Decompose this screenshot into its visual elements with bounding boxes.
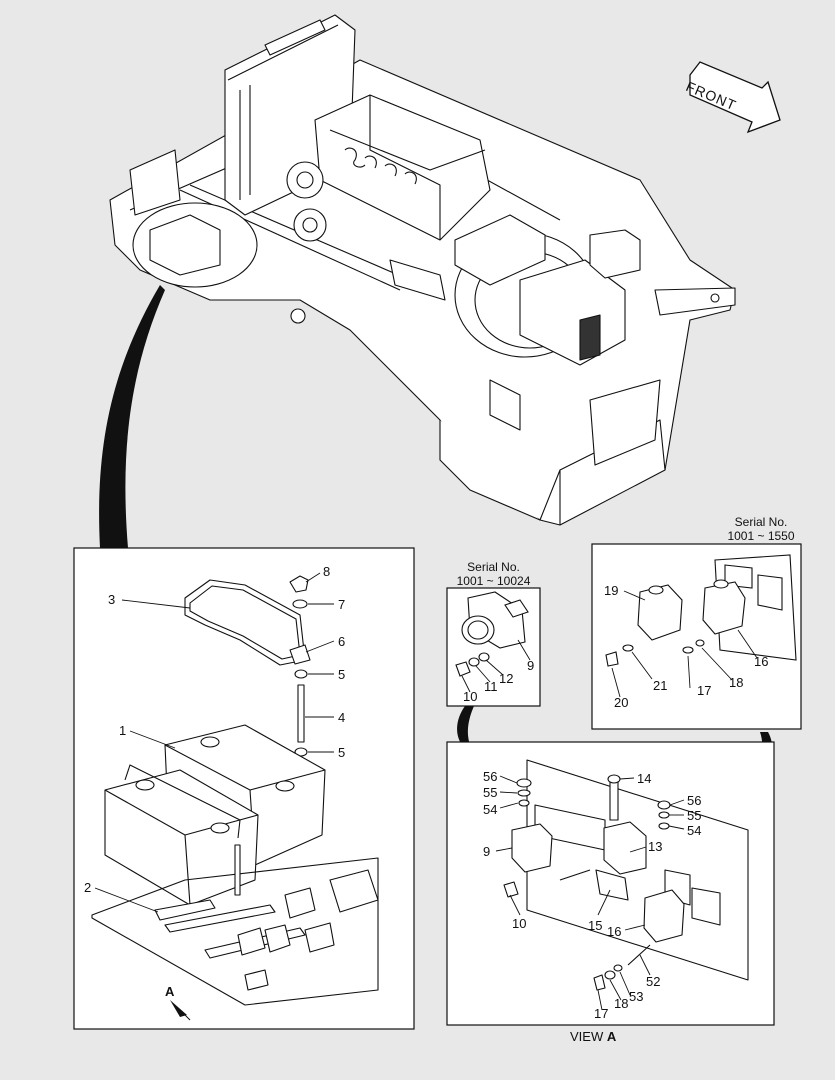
callout-19: 19: [604, 583, 619, 598]
callout-5-top: 5: [338, 667, 346, 682]
callout-8: 8: [323, 564, 331, 579]
front-arrow-icon: [689, 61, 781, 134]
callout-12: 12: [499, 671, 514, 686]
serial-right-caption: Serial No. 1001 ~ 1550: [725, 515, 797, 543]
battery-leader-lines: [94, 572, 335, 913]
callout-7: 7: [338, 597, 346, 612]
callout-18-right: 18: [729, 675, 744, 690]
callout-18-view: 18: [614, 996, 629, 1011]
callout-2: 2: [84, 880, 92, 895]
callout-17-right: 17: [697, 683, 712, 698]
view-arrow-letter: A: [165, 984, 175, 999]
callout-54-right: 54: [687, 823, 702, 838]
detail-leader-middle: [457, 706, 474, 745]
callout-54-left: 54: [483, 802, 498, 817]
relay-left-drawing: [455, 591, 529, 677]
serial-left-title: Serial No.: [467, 560, 520, 574]
machine-frame-drawing: [109, 14, 736, 526]
callout-10-view: 10: [512, 916, 527, 931]
callout-9-view: 9: [483, 844, 491, 859]
serial-left-range: 1001 ~ 10024: [456, 574, 531, 588]
callout-53: 53: [629, 989, 644, 1004]
callout-13: 13: [648, 839, 663, 854]
callout-1: 1: [119, 723, 127, 738]
callout-3: 3: [108, 592, 116, 607]
callout-52: 52: [646, 974, 661, 989]
callout-55-right: 55: [687, 808, 702, 823]
callout-56-left: 56: [483, 769, 498, 784]
callout-9-left: 9: [527, 658, 535, 673]
callout-5-bottom: 5: [338, 745, 346, 760]
callout-16-view: 16: [607, 924, 622, 939]
view-a-prefix: VIEW: [570, 1029, 607, 1044]
detail-leader-left: [99, 285, 165, 548]
callout-15: 15: [588, 918, 603, 933]
battery-assembly-drawing: [91, 575, 379, 1006]
callout-4: 4: [338, 710, 346, 725]
serial-left-caption: Serial No. 1001 ~ 10024: [447, 560, 540, 588]
callout-14: 14: [637, 771, 652, 786]
callout-11: 11: [484, 679, 498, 694]
callout-21: 21: [653, 678, 668, 693]
relay-right-drawing: [605, 554, 797, 667]
serial-right-range: 1001 ~ 1550: [727, 529, 795, 543]
view-a-letter: A: [606, 1029, 617, 1044]
callout-16-right: 16: [754, 654, 769, 669]
view-a-caption: VIEW A: [570, 1030, 616, 1043]
callout-56-right: 56: [687, 793, 702, 808]
callout-17-view: 17: [594, 1006, 609, 1021]
serial-right-title: Serial No.: [734, 515, 788, 529]
callout-10-left: 10: [463, 689, 478, 704]
callout-20: 20: [614, 695, 629, 710]
view-a-drawing: [503, 759, 749, 991]
callout-6: 6: [338, 634, 346, 649]
callout-55-left: 55: [483, 785, 498, 800]
